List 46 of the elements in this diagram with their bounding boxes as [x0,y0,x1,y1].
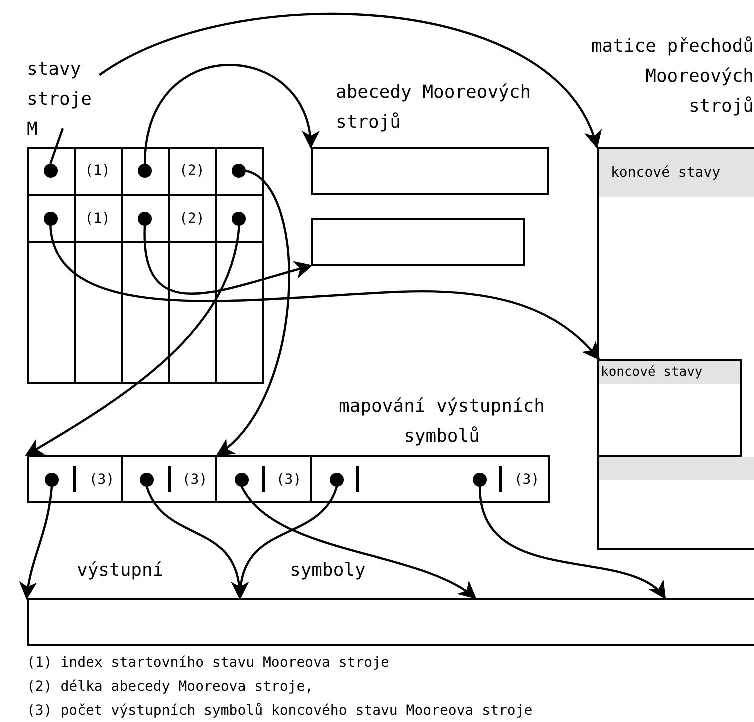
arrow [144,225,313,295]
section-heading: výstupní [77,559,164,583]
section-heading: abecedy Mooreových strojů [336,81,532,135]
pointer-dot [140,473,154,487]
arrow [99,12,600,149]
arrow [25,225,240,456]
footnote-marker: (1) [82,208,114,228]
footnote-text: (2) délka abecedy Mooreova stroje, [27,678,314,697]
section-heading: matice přechodů Mooreových strojů [590,35,754,119]
pointer-dot [235,473,249,487]
alphabet-array [311,218,525,266]
state-table [27,147,264,384]
arrow [478,486,666,600]
footnote-text: (3) počet výstupních symbolů koncového stavu Mooreova stroje [27,702,533,721]
pointer-dot [232,164,246,178]
footnote-marker: (3) [273,470,305,490]
pointer-dot [232,212,246,226]
arrow [241,486,477,600]
pointer-dot [138,212,152,226]
pointer-dot [44,212,58,226]
alphabet-array [311,147,549,195]
pointer-dot [330,473,344,487]
footnote-marker: (1) [82,161,114,181]
section-heading: mapování výstupních symbolů [338,395,546,449]
footnote-marker: (3) [511,470,543,490]
header-band: koncové stavy [599,361,740,384]
arrow [144,64,318,164]
footnote-marker: (3) [179,470,211,490]
footnote-marker: (3) [86,470,118,490]
connector-line [50,128,64,164]
arrow [232,486,338,600]
pointer-label: stavy stroje M [27,55,99,147]
footnote-marker: (2) [176,161,208,181]
pointer-dot [473,473,487,487]
footnote-text: (1) index startovního stavu Mooreova stroje [27,654,390,673]
pointer-dot [138,164,152,178]
section-heading: symboly [290,559,366,583]
arrow [50,225,600,360]
header-band [599,457,754,480]
arrow [20,486,54,600]
footnote-marker: (2) [176,208,208,228]
header-band: koncové stavy [599,149,754,197]
pointer-dot [45,473,59,487]
matrix-block [599,359,742,457]
arrow [216,170,290,456]
pointer-dot [44,164,58,178]
